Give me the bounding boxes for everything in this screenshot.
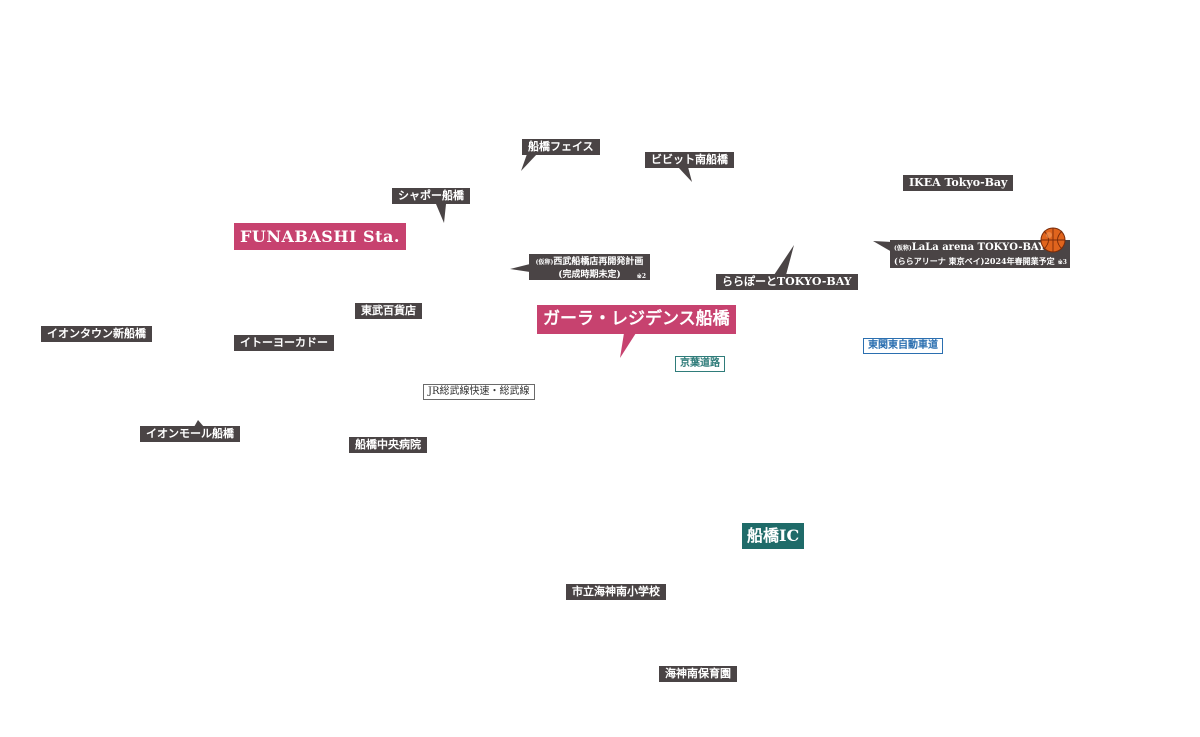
label-aeon-mall-funabashi[interactable]: イオンモール船橋 xyxy=(140,426,240,442)
pointer-gala-residence xyxy=(620,333,636,358)
label-ikea[interactable]: IKEA Tokyo-Bay xyxy=(903,175,1014,191)
seibu-line1: 西武船橋店再開発計画 xyxy=(553,257,644,267)
lala-arena-line2: (ららアリーナ 東京ベイ)2024年春開業予定 xyxy=(894,256,1055,266)
label-keiyo-road[interactable]: 京葉道路 xyxy=(675,356,725,372)
label-higashi-kanto-expressway[interactable]: 東関東自動車道 xyxy=(863,338,943,354)
label-kaijin-minami-elementary[interactable]: 市立海神南小学校 xyxy=(566,584,666,600)
pointer-funabashi-face xyxy=(521,154,537,171)
label-kaijin-minami-nursery[interactable]: 海神南保育園 xyxy=(659,666,737,682)
lala-arena-prefix: (仮称) xyxy=(894,245,912,252)
label-lalaport-tokyo-bay[interactable]: ららぽーとTOKYO-BAY xyxy=(716,274,858,290)
lala-arena-note: ※3 xyxy=(1057,259,1067,266)
seibu-note: ※2 xyxy=(636,273,646,280)
label-vivit-minami-funabashi[interactable]: ビビット南船橋 xyxy=(645,152,734,168)
basketball-icon xyxy=(1040,227,1066,253)
label-funabashi-ic[interactable]: 船橋IC xyxy=(742,523,805,549)
label-funabashi-station[interactable]: FUNABASHI Sta. xyxy=(234,223,406,250)
label-tobu-department-store[interactable]: 東武百貨店 xyxy=(355,303,422,319)
pointer-lalaport xyxy=(774,245,794,275)
lala-arena-line1: LaLa arena TOKYO-BAY xyxy=(911,242,1046,253)
pointer-lala-arena xyxy=(873,241,892,252)
label-funabashi-face[interactable]: 船橋フェイス xyxy=(522,139,600,155)
pointer-vivit xyxy=(678,167,692,182)
label-shapo-funabashi[interactable]: シャポー船橋 xyxy=(392,188,470,204)
label-aeon-town-shin-funabashi[interactable]: イオンタウン新船橋 xyxy=(41,326,152,342)
seibu-line2: (完成時期未定) xyxy=(558,270,621,280)
pointer-aeon-mall xyxy=(194,420,204,427)
pointer-shapo xyxy=(436,204,446,223)
label-lala-arena[interactable]: (仮称)LaLa arena TOKYO-BAY (ららアリーナ 東京ベイ)20… xyxy=(890,240,1070,268)
label-funabashi-central-hospital[interactable]: 船橋中央病院 xyxy=(349,437,427,453)
label-ito-yokado[interactable]: イトーヨーカドー xyxy=(234,335,334,351)
seibu-prefix: (仮称) xyxy=(535,259,554,266)
label-gala-residence-funabashi[interactable]: ガーラ・レジデンス船橋 xyxy=(537,305,736,334)
pointer-seibu xyxy=(510,264,530,272)
label-seibu-redevelopment[interactable]: (仮称)西武船橋店再開発計画 (完成時期未定) ※2 xyxy=(529,254,650,280)
label-jr-sobu-line[interactable]: JR総武線快速・総武線 xyxy=(423,384,535,400)
